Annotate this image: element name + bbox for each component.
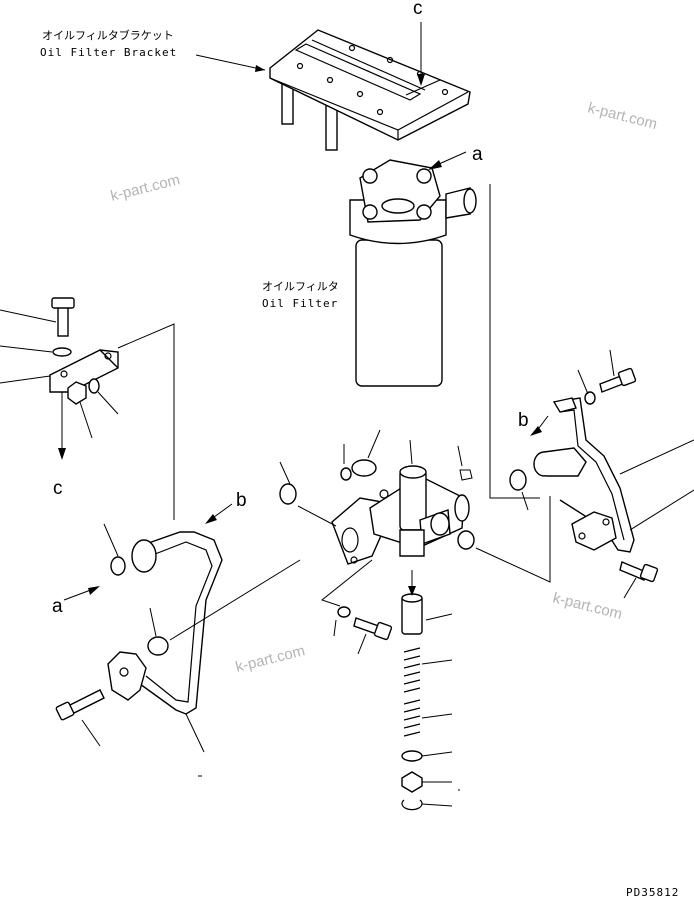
- bracket-leader: [195, 54, 266, 71]
- ref-a-left: a: [52, 596, 63, 617]
- o-ring: [340, 467, 352, 481]
- ref-a-filter: a: [472, 144, 483, 165]
- bolt: [55, 689, 105, 721]
- o-ring: [110, 556, 126, 576]
- ref-b-pipe: b: [236, 490, 247, 511]
- washer: [584, 391, 596, 405]
- ref-c-left: c: [53, 478, 63, 499]
- o-ring: [509, 469, 527, 491]
- left-oil-pipe: [107, 531, 223, 715]
- bracket-label-jp: オイルフィルタブラケット: [42, 28, 174, 42]
- left-bracket-set: [49, 297, 119, 405]
- plug: [459, 469, 473, 481]
- drawing-code: PD35812: [626, 886, 679, 899]
- watermark: k-part.com: [586, 99, 659, 133]
- filter-label-en: Oil Filter: [262, 297, 338, 310]
- bracket-label-en: Oil Filter Bracket: [40, 46, 177, 59]
- oil-filter: [349, 159, 477, 387]
- relief-valve-stack: [401, 593, 423, 811]
- oil-filter-bracket: [269, 29, 471, 151]
- gasket: [351, 459, 377, 477]
- o-ring: [457, 530, 475, 550]
- washer: [337, 606, 351, 618]
- bolt: [619, 561, 659, 583]
- filter-label-jp: オイルフィルタ: [262, 280, 339, 293]
- watermark: k-part.com: [551, 589, 624, 623]
- bolt: [353, 617, 393, 641]
- watermark: k-part.com: [109, 171, 182, 205]
- right-oil-pipe: [533, 397, 635, 553]
- watermark: k-part.com: [234, 642, 307, 676]
- ref-b-right: b: [518, 410, 529, 431]
- bolt: [599, 367, 637, 393]
- ref-c-top: c: [413, 0, 423, 19]
- o-ring: [279, 483, 297, 505]
- oil-pump-body: [331, 465, 470, 565]
